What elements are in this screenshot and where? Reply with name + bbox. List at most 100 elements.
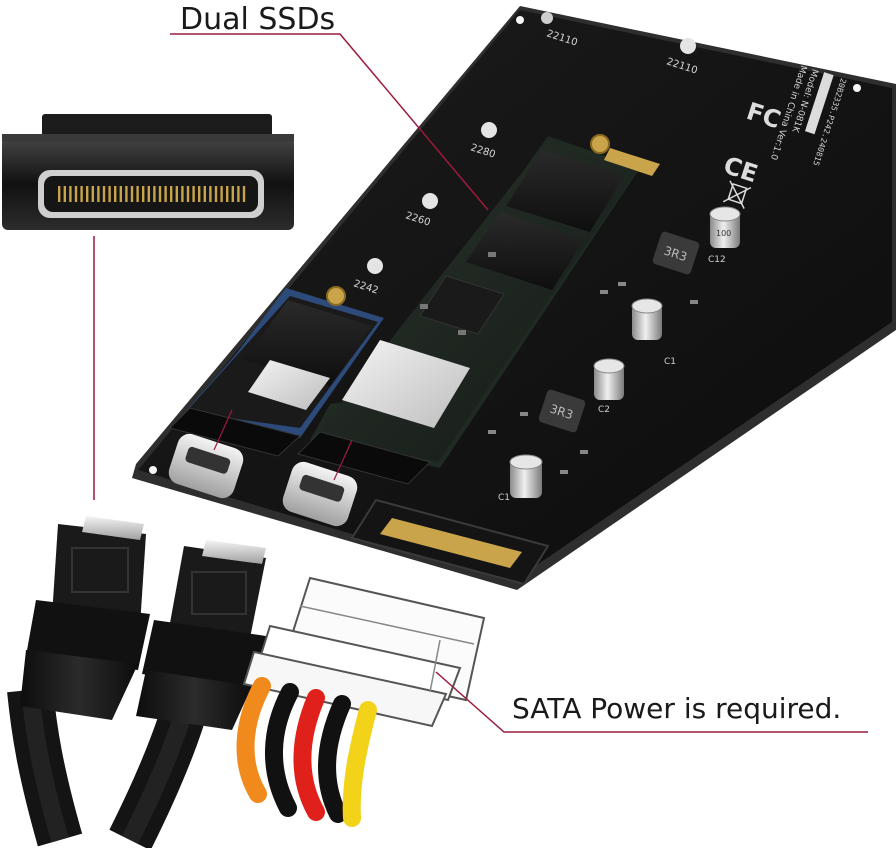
mounting-hole — [149, 466, 157, 474]
nand-chip — [506, 150, 624, 232]
standoff-hole — [541, 12, 553, 24]
connector-pin — [102, 186, 106, 202]
connector-pin — [74, 186, 78, 202]
connector-pin — [231, 186, 234, 202]
connector-pin — [119, 186, 122, 202]
connector-pin — [108, 186, 111, 202]
standoff-hole — [367, 258, 383, 274]
smd-component — [560, 470, 568, 474]
connector-pin — [226, 186, 229, 202]
smd-component — [520, 412, 528, 416]
capacitor — [593, 358, 625, 400]
connector-pin — [158, 186, 162, 202]
sata-power-callout: SATA Power is required. — [512, 692, 842, 725]
connector-pin — [125, 186, 128, 202]
connector-pin — [97, 186, 100, 202]
controller-chip — [419, 275, 505, 335]
connector-pin — [209, 186, 212, 202]
connector-pin — [242, 186, 246, 202]
cap-label: C12 — [708, 255, 726, 265]
capacitor: 100 — [709, 206, 741, 248]
sff8654-cable-1 — [7, 516, 150, 847]
connector-pin — [91, 186, 94, 202]
inductor: 3R3 — [652, 231, 700, 275]
connector-pin — [170, 186, 173, 202]
connector-pin — [114, 186, 117, 202]
connector-pin — [220, 186, 223, 202]
connector-pin — [142, 186, 145, 202]
connector-pin — [186, 186, 190, 202]
standoff-hole — [481, 122, 497, 138]
callout-line-ssd — [170, 33, 489, 211]
smd-component — [580, 450, 588, 454]
connector-pin — [214, 186, 218, 202]
connector-pin — [80, 186, 83, 202]
wire-red — [293, 689, 325, 821]
connector-pin — [69, 186, 72, 202]
m2-socket — [169, 407, 302, 457]
smd-component — [600, 290, 608, 294]
ssd-2242 — [180, 286, 384, 438]
smd-component — [690, 300, 698, 304]
ssd-2280 — [310, 134, 660, 468]
wire-yellow — [342, 701, 377, 827]
wire-orange — [236, 677, 271, 803]
connector-pin — [237, 186, 240, 202]
smd-component — [488, 252, 496, 257]
inductor: 3R3 — [538, 389, 586, 433]
recycle-bin-icon — [722, 180, 752, 209]
board-port-1 — [168, 433, 244, 499]
nand-chip — [466, 212, 584, 290]
connector-pin — [130, 186, 134, 202]
callout-line-socket — [213, 409, 233, 451]
board-port-2 — [282, 461, 358, 527]
smd-component — [618, 282, 626, 286]
connector-pin — [153, 186, 156, 202]
connector-pin — [198, 186, 201, 202]
brand-logo-icon — [804, 72, 834, 135]
connector-pin — [147, 186, 150, 202]
mounting-hole — [853, 84, 861, 92]
connector-pin — [181, 186, 184, 202]
svg-text:3R3: 3R3 — [548, 402, 575, 423]
svg-text:3R3: 3R3 — [662, 244, 689, 265]
mounting-hole — [516, 16, 524, 24]
sata-power-plug — [236, 576, 486, 827]
connector-pin — [86, 186, 89, 202]
capacitor — [509, 454, 543, 498]
ssd-label — [248, 360, 330, 410]
mounting-screw — [590, 134, 610, 154]
connector-pin — [164, 186, 167, 202]
capacitor — [631, 298, 663, 340]
connector-pin — [58, 186, 61, 202]
mounting-screw — [326, 286, 346, 306]
connector-pin — [63, 186, 66, 202]
ssd-label — [342, 340, 470, 428]
dual-ssds-callout: Dual SSDs — [180, 2, 336, 37]
gold-fingers — [604, 148, 660, 176]
wire-black — [318, 695, 351, 823]
smd-component — [420, 304, 428, 309]
sata-connector — [350, 498, 550, 586]
connector-pin — [136, 186, 139, 202]
connector-pin — [175, 186, 178, 202]
connector-pin — [203, 186, 206, 202]
adapter-board: 22110 22110 2280 2260 2242 20B2335.P242.… — [132, 6, 896, 590]
wire-black — [265, 683, 299, 817]
sff8654-cable-2 — [109, 540, 266, 848]
smd-component — [488, 430, 496, 434]
port-pins — [58, 186, 246, 202]
smd-component — [458, 330, 466, 335]
cap-label: C1 — [664, 357, 676, 367]
callout-line-power — [435, 671, 868, 733]
standoff-hole — [422, 193, 438, 209]
callout-line-socket — [333, 439, 353, 481]
sff8654-connector-closeup — [2, 114, 294, 230]
connector-pin — [192, 186, 195, 202]
svg-text:100: 100 — [716, 229, 731, 238]
cap-label: C2 — [598, 405, 610, 415]
cap-label: C1 — [498, 493, 510, 503]
callout-lines — [93, 33, 868, 733]
standoff-hole — [680, 38, 696, 54]
